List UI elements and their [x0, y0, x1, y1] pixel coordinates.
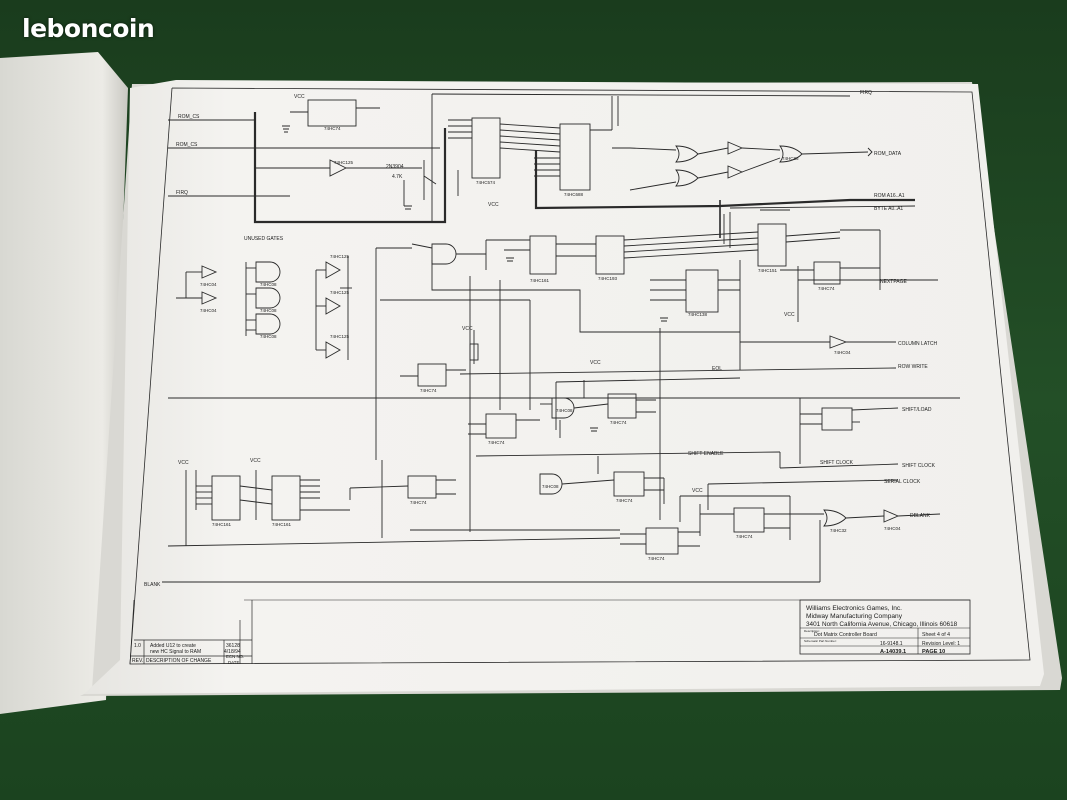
- signal-column-latch: COLUMN LATCH: [898, 341, 937, 347]
- part-u8: 74HC04: [834, 350, 851, 355]
- rev-row-date: 4/18/94: [224, 649, 241, 655]
- signal-shift-clock: SHIFT CLOCK: [902, 463, 936, 469]
- signal-blank: BLANK: [144, 582, 161, 588]
- title-description-label: Description:: [804, 629, 820, 633]
- signal-rom-cs: ROM_CS: [176, 142, 198, 148]
- part-u18b: 74HC74: [736, 534, 753, 539]
- resistor-label: 4.7K: [392, 174, 403, 180]
- title-part-label: Schematic Part Number:: [804, 639, 837, 643]
- rev-description-header: DESCRIPTION OF CHANGE: [146, 658, 212, 664]
- part-u14: 74HC193: [598, 276, 618, 281]
- part-unused-2: 74HC04: [200, 308, 217, 313]
- signal-eol: EOL: [712, 366, 722, 372]
- part-unused-3: 74HC08: [260, 282, 277, 287]
- part-u13: 74HC161: [530, 278, 550, 283]
- part-u20a: 74HC74: [610, 420, 627, 425]
- part-u1: 74HC574: [476, 180, 496, 185]
- title-division: Midway Manufacturing Company: [806, 613, 903, 620]
- part-unused-7: 74HC125: [330, 290, 350, 295]
- part-u15: 74HC151: [758, 268, 778, 273]
- q1-label: 2N3904: [386, 164, 404, 170]
- signal-firq: FIRQ: [176, 190, 188, 196]
- part-unused-4: 74HC08: [260, 308, 277, 313]
- unused-gates-label: UNUSED GATES: [244, 236, 284, 242]
- title-drawing-number: A-14039.1: [880, 649, 906, 655]
- signal-dblank: DBLANK: [910, 513, 931, 519]
- title-address: 3401 North California Avenue, Chicago, I…: [806, 621, 958, 628]
- title-sheet: Sheet 4 of 4: [922, 632, 950, 638]
- vcc-label-8: VCC: [784, 312, 795, 318]
- part-u19b: 74HC32: [830, 528, 847, 533]
- rev-row-description-1: Added U12 to create: [150, 643, 196, 649]
- part-u17b: 74HC74: [410, 500, 427, 505]
- part-u8c: 74HC08: [542, 484, 559, 489]
- rev-row-ecn: 36128: [226, 643, 240, 649]
- title-page: PAGE 10: [922, 649, 945, 655]
- title-part-number: 16-9148.1: [880, 641, 903, 647]
- signal-shift-enable: SHIFT ENABLE: [688, 451, 724, 457]
- part-u20: 74HC138: [688, 312, 708, 317]
- leboncoin-watermark: leboncoin: [22, 14, 155, 43]
- schematic-page: [84, 80, 1044, 694]
- schematic-wires: [129, 87, 1031, 665]
- vcc-label-3: VCC: [462, 326, 473, 332]
- signal-shift-clock-label: SHIFT CLOCK: [820, 460, 854, 466]
- signal-rom-data: ROM_DATA: [874, 151, 902, 157]
- revision-table: [129, 599, 253, 665]
- rev-date-header: DATE: [228, 660, 239, 665]
- signal-shift-load: SHIFT/LOAD: [902, 407, 932, 413]
- vcc-label-4: VCC: [590, 360, 601, 366]
- signal-rom-a-h: ROM A16..A1: [874, 193, 905, 199]
- rev-header: REV.: [132, 658, 143, 664]
- part-unused-6: 74HC125: [330, 254, 350, 259]
- part-u16: 74HC74: [818, 286, 835, 291]
- signal-nextpage: NEXTPAGE: [880, 279, 908, 285]
- rev-row-rev: 1.0: [134, 643, 141, 649]
- vcc-label-5: VCC: [178, 460, 189, 466]
- vcc-label-1: VCC: [294, 94, 305, 100]
- part-u10: 74HC161: [212, 522, 232, 527]
- title-block: Williams Electronics Games, Inc. Midway …: [799, 599, 971, 655]
- part-unused-1: 74HC04: [200, 282, 217, 287]
- title-description: Dot Matrix Controller Board: [814, 632, 877, 638]
- rev-row-description-2: new HC Signal to RAM: [150, 649, 201, 655]
- part-u12: 74HC161: [272, 522, 292, 527]
- part-u9: 74HC74: [324, 126, 341, 131]
- signal-row-write: ROW WRITE: [898, 364, 928, 370]
- left-page: [0, 52, 128, 714]
- part-u19a: 74HC08: [556, 408, 573, 413]
- part-u8f: 74HC04: [884, 526, 901, 531]
- title-company: Williams Electronics Games, Inc.: [806, 605, 902, 612]
- ground-symbols: [282, 125, 668, 432]
- part-unused-5: 74HC08: [260, 334, 277, 339]
- part-u4a: 74HC74: [616, 498, 633, 503]
- title-revision: Revision Level: 1: [922, 641, 960, 647]
- signal-firq-out: FIRQ: [860, 90, 872, 96]
- part-u4b: 74HC74: [488, 440, 505, 445]
- part-u11: 74HC688: [564, 192, 584, 197]
- signal-serial-clock: SERIAL CLOCK: [884, 479, 921, 485]
- vcc-label-2: VCC: [488, 202, 499, 208]
- rev-ecn-header: ECN NO.: [226, 654, 244, 659]
- vcc-label-7: VCC: [692, 488, 703, 494]
- part-u9b: 74HC125: [334, 160, 354, 165]
- part-u11b: 74HC86: [782, 156, 799, 161]
- part-u18a: 74HC74: [648, 556, 665, 561]
- part-u17a: 74HC74: [420, 388, 437, 393]
- vcc-label-6: VCC: [250, 458, 261, 464]
- part-unused-8: 74HC125: [330, 334, 350, 339]
- signal-rom-cs-in: ROM_CS: [178, 114, 200, 120]
- signal-byte-a: BYTE A0..A1: [874, 206, 903, 212]
